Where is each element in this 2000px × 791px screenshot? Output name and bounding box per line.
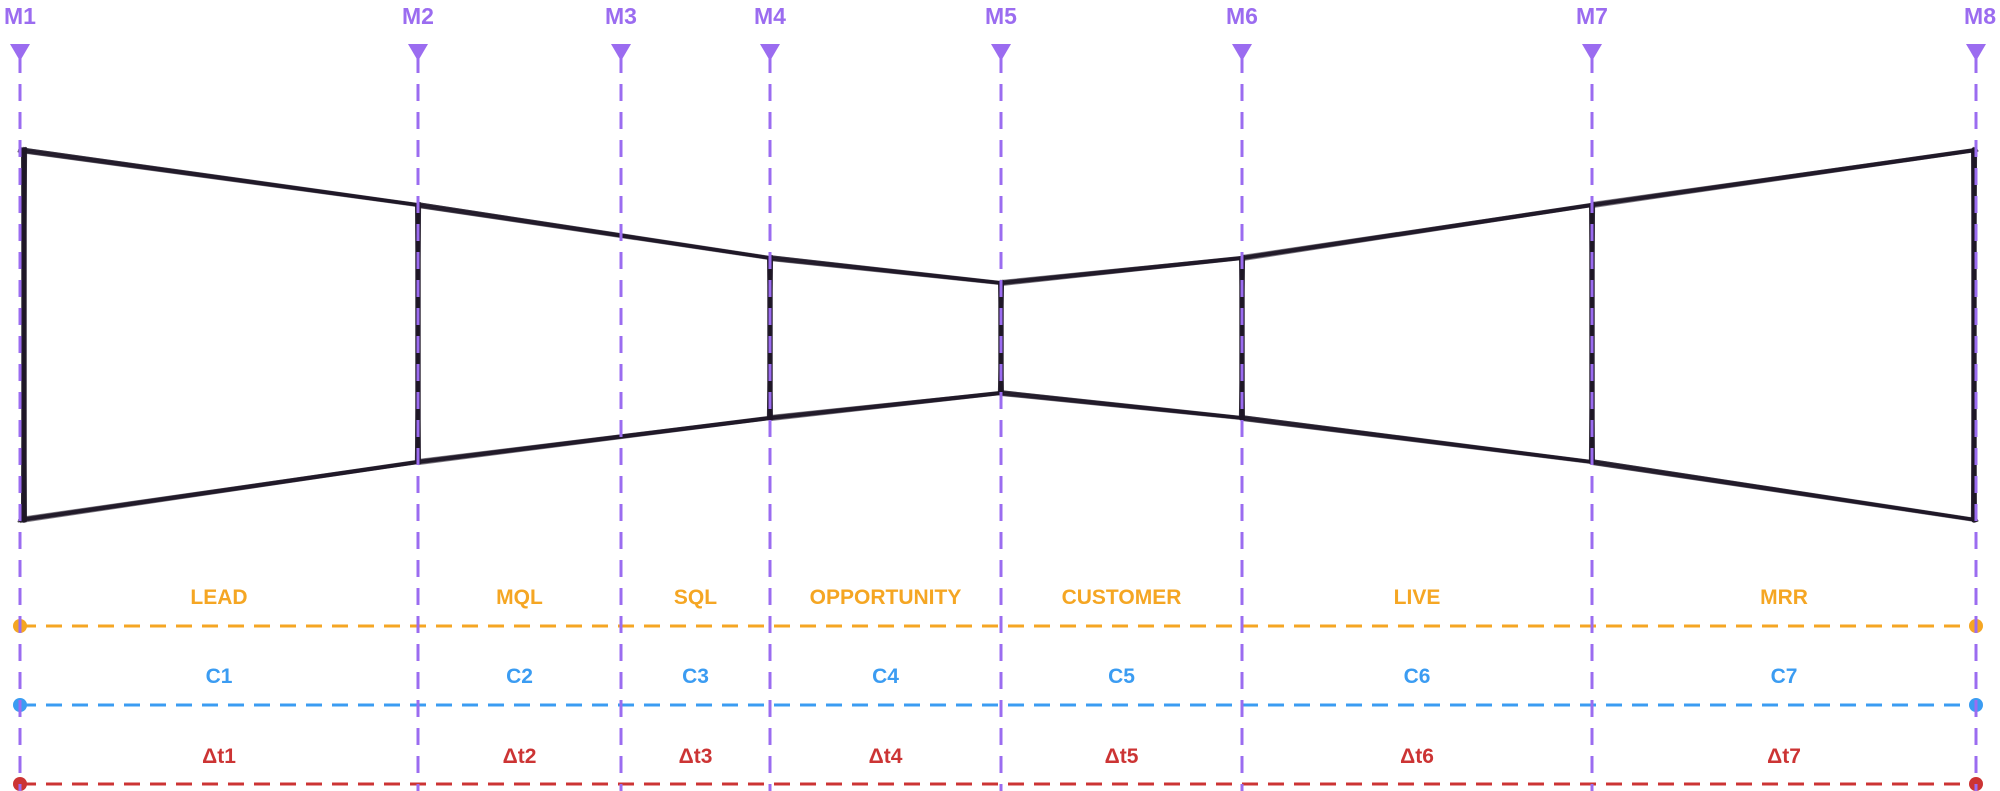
- row-label-conversions: C3: [682, 665, 709, 688]
- row-label-durations: Δt7: [1767, 745, 1801, 768]
- funnel-top-edge: [769, 259, 1002, 286]
- funnel-top-edge: [767, 258, 1004, 285]
- row-label-stages: SQL: [674, 586, 717, 609]
- funnel-top-edge: [1001, 256, 1242, 283]
- funnel-top-edge: [1240, 203, 1594, 260]
- funnel-bottom-edge: [1590, 459, 1978, 519]
- funnel-bottom-edge: [19, 462, 419, 524]
- row-label-stages: CUSTOMER: [1062, 586, 1182, 609]
- milestone-label: M5: [985, 3, 1017, 29]
- funnel-bottom-edge: [769, 393, 1002, 422]
- funnel-top-edge: [1240, 203, 1594, 256]
- milestone-marker-icon: [1966, 44, 1986, 61]
- funnel-bottom-edge: [768, 391, 1003, 416]
- funnel-bottom-edge: [999, 390, 1244, 417]
- funnel-bottom-edge: [1589, 462, 1979, 522]
- funnel-bottom-edge: [417, 418, 771, 466]
- metric-rows: [13, 619, 1983, 791]
- funnel-top-edge: [418, 202, 770, 259]
- funnel-top-edge: [20, 147, 418, 206]
- row-label-durations: Δt3: [679, 745, 713, 768]
- funnel-top-edge: [999, 256, 1244, 281]
- row-label-stages: MRR: [1760, 586, 1808, 609]
- funnel-top-edge: [18, 147, 420, 204]
- milestone-marker-icon: [10, 44, 30, 61]
- funnel-bottom-edge: [1239, 418, 1595, 464]
- row-label-durations: Δt2: [503, 745, 537, 768]
- funnel-top-edge: [1000, 258, 1243, 287]
- milestone-label: M1: [4, 3, 36, 29]
- milestone-marker-icon: [1582, 44, 1602, 61]
- milestone-label: M6: [1226, 3, 1258, 29]
- funnel-top-edge: [415, 205, 773, 260]
- row-label-stages: LEAD: [190, 586, 247, 609]
- row-label-conversions: C7: [1771, 665, 1798, 688]
- funnel-bottom-edge: [18, 460, 420, 518]
- row-labels: LEAD MQL SQL OPPORTUNITY CUSTOMER LIVE MRR C1 C2…: [190, 586, 1808, 768]
- funnel-top-edge: [1591, 150, 1977, 209]
- row-label-conversions: C6: [1404, 665, 1431, 688]
- milestone-marker-icon: [611, 44, 631, 61]
- funnel-stage-edge: [22, 146, 26, 520]
- funnel-top-edge: [416, 202, 772, 257]
- milestone-marker-icon: [991, 44, 1011, 61]
- milestone-marker-icon: [760, 44, 780, 61]
- row-label-durations: Δt6: [1400, 745, 1434, 768]
- row-label-durations: Δt1: [202, 745, 236, 768]
- funnel-bottom-edge: [1592, 459, 1976, 521]
- milestone-label: M8: [1964, 3, 1996, 29]
- milestone-label: M7: [1576, 3, 1608, 29]
- funnel-top-edge: [17, 150, 421, 207]
- row-label-conversions: C4: [872, 665, 899, 688]
- funnel-bottom-edge: [770, 391, 1001, 418]
- milestone-label: M2: [402, 3, 434, 29]
- funnel-bottom-edge: [1591, 463, 1977, 523]
- funnel-bottom-edge: [416, 416, 772, 460]
- milestone-lines: M1 M2 M3 M4 M5 M6 M7 M8: [4, 3, 1996, 791]
- funnel-bottom-edge: [1000, 394, 1243, 421]
- funnel-bottom-edge: [1001, 390, 1242, 419]
- funnel-stage-edge: [416, 201, 420, 462]
- row-label-conversions: C1: [206, 665, 233, 688]
- funnel-top-edge: [1590, 148, 1978, 207]
- funnel-bottom-edge: [1241, 419, 1593, 465]
- row-label-conversions: C5: [1108, 665, 1135, 688]
- funnel-top-edge: [19, 151, 419, 208]
- funnel-top-edge: [770, 255, 1001, 284]
- funnel-bottom-edge: [998, 393, 1245, 420]
- funnel-bottom-edge: [768, 391, 1003, 420]
- milestone-label: M4: [754, 3, 786, 29]
- funnel-bottom-edge: [1242, 415, 1592, 463]
- funnel-bottom-edge: [1240, 415, 1594, 461]
- milestone-marker-icon: [1232, 44, 1252, 61]
- row-label-durations: Δt4: [869, 745, 903, 768]
- funnel-top-edge: [417, 206, 771, 261]
- row-label-conversions: C2: [506, 665, 533, 688]
- milestone-marker-icon: [408, 44, 428, 61]
- funnel-stage-edge: [1590, 201, 1594, 462]
- milestone-label: M3: [605, 3, 637, 29]
- funnel-bottom-edge: [18, 460, 420, 522]
- row-label-stages: LIVE: [1394, 586, 1441, 609]
- bowtie-funnel-shape: [17, 146, 1979, 524]
- row-label-durations: Δt5: [1105, 745, 1139, 768]
- funnel-top-edge: [1590, 148, 1978, 203]
- funnel-bottom-edge: [416, 416, 772, 464]
- row-label-stages: OPPORTUNITY: [810, 586, 962, 609]
- funnel-top-edge: [768, 255, 1003, 282]
- row-label-stages: MQL: [496, 586, 543, 609]
- funnel-top-edge: [1241, 205, 1593, 262]
